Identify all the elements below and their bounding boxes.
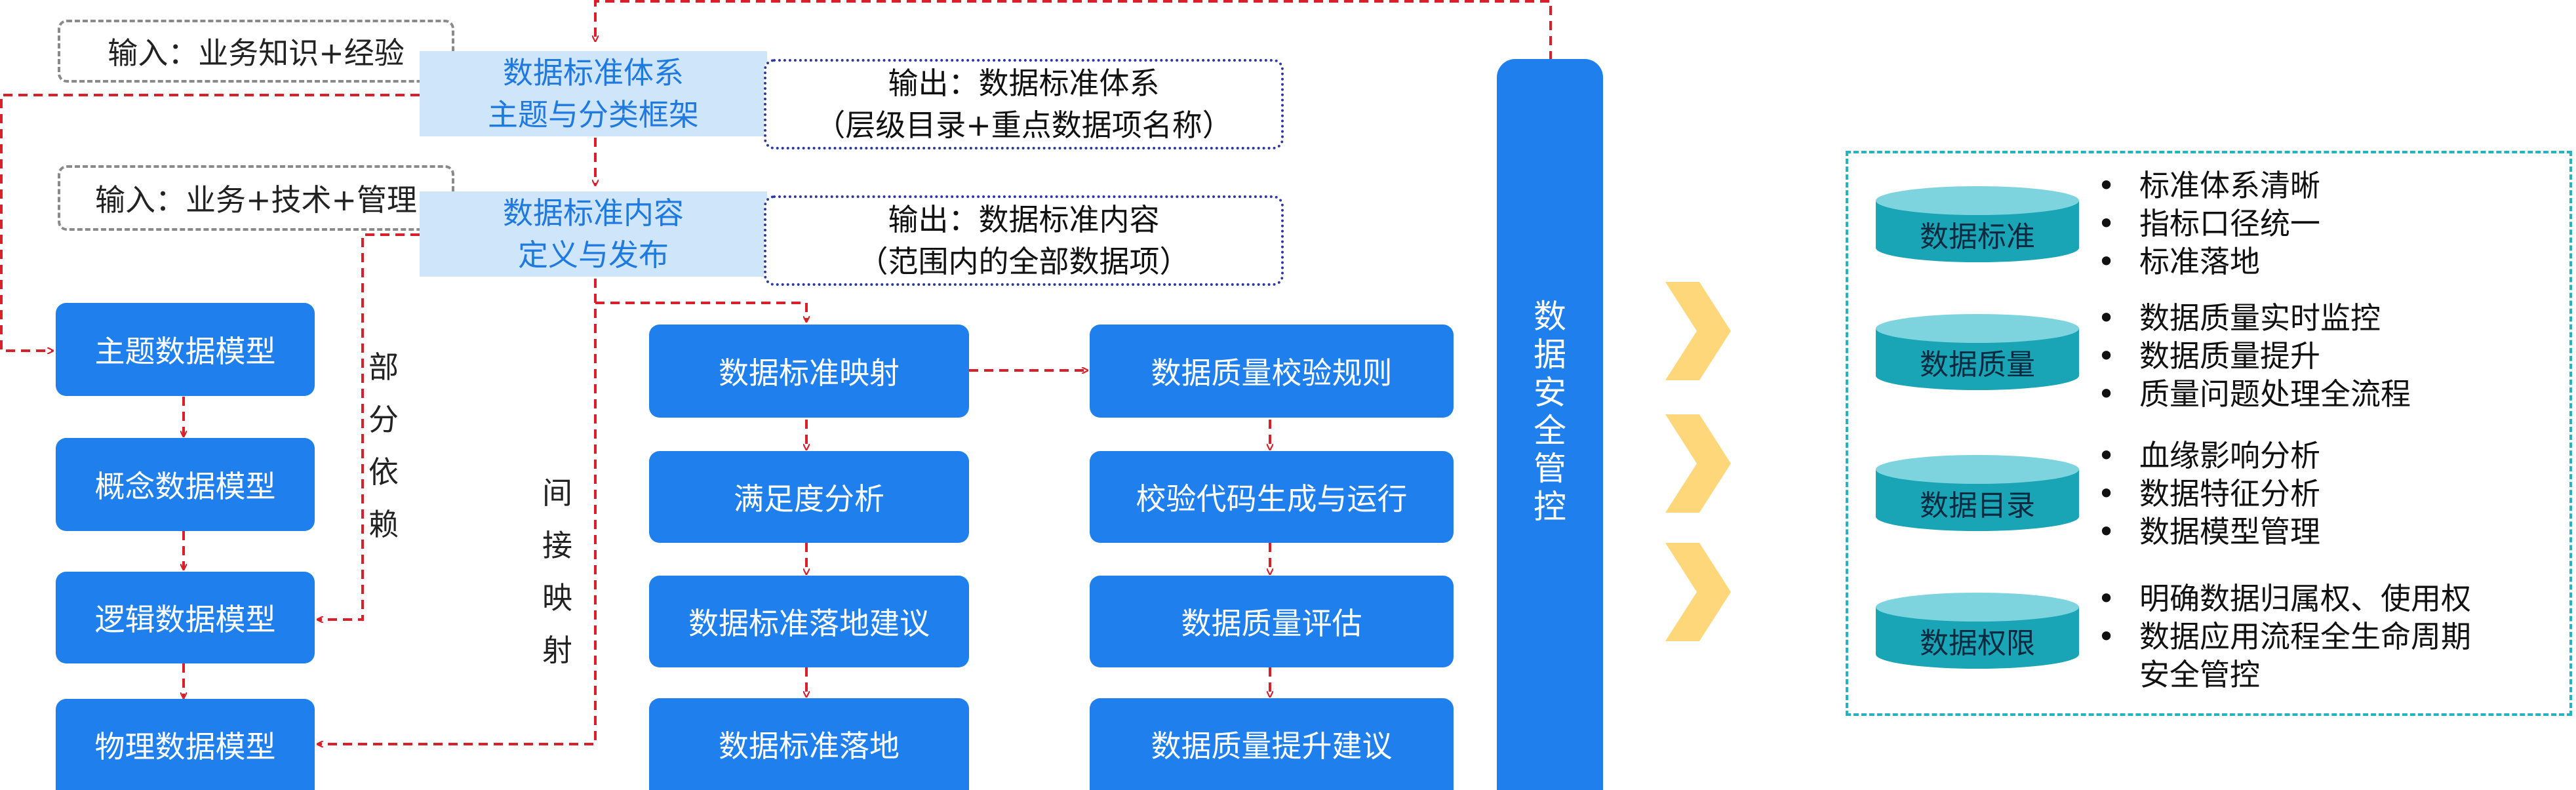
standard-landing-suggestion: 数据标准落地建议 bbox=[649, 576, 969, 667]
bullet-text: 标准体系清晰 bbox=[2139, 168, 2320, 203]
standard-mapping-label: 数据标准映射 bbox=[719, 355, 900, 391]
result-cylinder: 数据标准 bbox=[1876, 186, 2079, 262]
security-char: 据 bbox=[1534, 335, 1566, 374]
result-cylinder: 数据目录 bbox=[1876, 455, 2079, 531]
physical-data-model: 物理数据模型 bbox=[56, 699, 315, 790]
output2-line2: （范围内的全部数据项） bbox=[858, 244, 1190, 279]
bullet-text: 指标口径统一 bbox=[2139, 206, 2320, 241]
bullet-text: 质量问题处理全流程 bbox=[2139, 376, 2411, 412]
logic-data-model: 逻辑数据模型 bbox=[56, 572, 315, 663]
pd-char: 依 bbox=[368, 454, 399, 490]
logic-model-label: 逻辑数据模型 bbox=[94, 602, 276, 637]
input-business-knowledge: 输入：业务知识+经验 bbox=[58, 20, 454, 83]
im-char: 射 bbox=[542, 633, 572, 668]
output2-line1: 输出：数据标准内容 bbox=[888, 202, 1160, 237]
arrow-partial-dependency bbox=[318, 233, 420, 620]
bullet-text: 数据应用流程全生命周期 bbox=[2139, 619, 2471, 654]
standard-content-box: 数据标准内容 定义与发布 bbox=[420, 191, 767, 277]
partial-dependency-label: 部 分 依 赖 bbox=[364, 341, 403, 551]
bullet-text: 明确数据归属权、使用权 bbox=[2139, 581, 2471, 616]
satisfaction-analysis: 满足度分析 bbox=[649, 451, 969, 543]
concept-model-label: 概念数据模型 bbox=[94, 469, 276, 504]
security-char: 数 bbox=[1534, 297, 1566, 336]
chevron-right-icon bbox=[1665, 282, 1731, 380]
bullet-text: 数据特征分析 bbox=[2139, 476, 2320, 511]
security-char: 全 bbox=[1534, 411, 1566, 450]
output1-line1: 输出：数据标准体系 bbox=[888, 66, 1160, 101]
arrow-to-standard-mapping bbox=[595, 302, 806, 321]
check-code-generation: 校验代码生成与运行 bbox=[1090, 451, 1454, 543]
input1-label: 输入：业务知识+经验 bbox=[108, 35, 405, 71]
output-standard-content: 输出：数据标准内容 （范围内的全部数据项） bbox=[764, 195, 1284, 286]
standard-landing-label: 数据标准落地 bbox=[719, 728, 900, 764]
bullet-text: 安全管控 bbox=[2139, 657, 2260, 692]
pd-char: 分 bbox=[368, 402, 399, 437]
result-name: 数据目录 bbox=[1920, 489, 2035, 523]
bullet-text: 数据模型管理 bbox=[2139, 514, 2320, 549]
arrow-indirect-mapping bbox=[318, 279, 597, 744]
security-char: 安 bbox=[1534, 373, 1566, 412]
arrow-security-to-standard-system bbox=[595, 0, 1552, 60]
standard-system-line1: 数据标准体系 bbox=[503, 55, 684, 90]
result-name: 数据权限 bbox=[1920, 627, 2035, 660]
result-bullets: •明确数据归属权、使用权 •数据应用流程全生命周期 安全管控 bbox=[2097, 581, 2471, 692]
result-name: 数据质量 bbox=[1920, 348, 2035, 382]
result-name: 数据标准 bbox=[1920, 220, 2035, 254]
standard-system-line2: 主题与分类框架 bbox=[488, 97, 699, 132]
data-security-control: 数 据 安 全 管 控 bbox=[1497, 59, 1603, 790]
chevron-right-icon bbox=[1665, 414, 1731, 513]
concept-data-model: 概念数据模型 bbox=[56, 438, 315, 531]
bullet-text: 血缘影响分析 bbox=[2139, 438, 2320, 473]
satisfaction-analysis-label: 满足度分析 bbox=[734, 481, 884, 517]
quality-improvement-suggestion: 数据质量提升建议 bbox=[1090, 698, 1454, 790]
result-bullets: •血缘影响分析 •数据特征分析 •数据模型管理 bbox=[2097, 438, 2320, 549]
bullet-text: 标准落地 bbox=[2139, 244, 2260, 279]
standard-landing: 数据标准落地 bbox=[649, 698, 969, 790]
quality-check-rules: 数据质量校验规则 bbox=[1090, 325, 1454, 418]
standard-landing-suggestion-label: 数据标准落地建议 bbox=[688, 606, 930, 641]
standard-system-box: 数据标准体系 主题与分类框架 bbox=[420, 51, 767, 136]
security-char: 控 bbox=[1534, 487, 1566, 526]
result-bullets: •数据质量实时监控 •数据质量提升 •质量问题处理全流程 bbox=[2097, 300, 2411, 412]
quality-evaluation-label: 数据质量评估 bbox=[1181, 606, 1362, 641]
result-cylinder: 数据权限 bbox=[1876, 593, 2079, 669]
topic-model-label: 主题数据模型 bbox=[94, 334, 276, 369]
indirect-mapping-label: 间 接 映 射 bbox=[538, 467, 577, 677]
quality-check-rules-label: 数据质量校验规则 bbox=[1151, 355, 1393, 391]
input2-label: 输入：业务+技术+管理 bbox=[94, 182, 418, 218]
quality-evaluation: 数据质量评估 bbox=[1090, 576, 1454, 667]
quality-improvement-suggestion-label: 数据质量提升建议 bbox=[1151, 728, 1393, 764]
im-char: 映 bbox=[542, 580, 572, 616]
physical-model-label: 物理数据模型 bbox=[94, 728, 276, 764]
check-code-generation-label: 校验代码生成与运行 bbox=[1136, 481, 1408, 517]
results-panel: 数据标准 •标准体系清晰 •指标口径统一 •标准落地 数据质量 •数据质量实时监… bbox=[1846, 151, 2572, 716]
standard-mapping: 数据标准映射 bbox=[649, 325, 969, 418]
chevron-right-icon bbox=[1665, 543, 1731, 641]
im-char: 接 bbox=[542, 528, 572, 563]
standard-content-line2: 定义与发布 bbox=[518, 237, 669, 273]
pd-char: 部 bbox=[368, 349, 399, 385]
result-bullets: •标准体系清晰 •指标口径统一 •标准落地 bbox=[2097, 168, 2320, 279]
result-cylinder: 数据质量 bbox=[1876, 314, 2079, 390]
arrow-to-topic-model bbox=[0, 94, 420, 351]
output-standard-system: 输出：数据标准体系 （层级目录+重点数据项名称） bbox=[764, 59, 1284, 149]
pd-char: 赖 bbox=[368, 507, 399, 542]
standard-content-line1: 数据标准内容 bbox=[503, 195, 684, 231]
bullet-text: 数据质量提升 bbox=[2139, 338, 2320, 374]
output1-line2: （层级目录+重点数据项名称） bbox=[815, 108, 1233, 143]
input-business-tech-management: 输入：业务+技术+管理 bbox=[58, 165, 454, 231]
im-char: 间 bbox=[542, 475, 572, 511]
topic-data-model: 主题数据模型 bbox=[56, 303, 315, 396]
security-char: 管 bbox=[1534, 449, 1566, 488]
bullet-text: 数据质量实时监控 bbox=[2139, 300, 2381, 336]
